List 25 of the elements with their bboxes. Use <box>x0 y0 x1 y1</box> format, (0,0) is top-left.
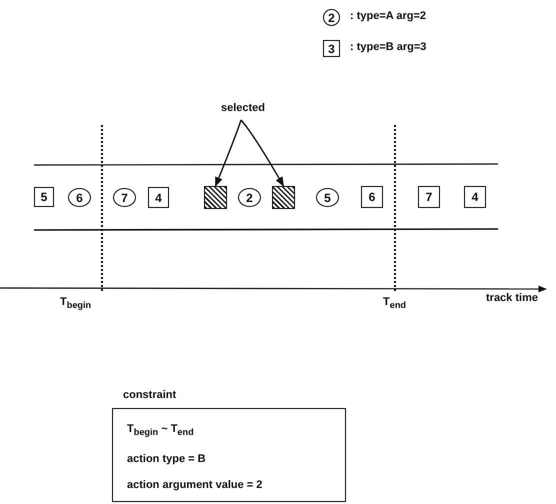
axis-label: track time <box>486 292 538 304</box>
heading-text: constraint <box>123 389 176 401</box>
hatched-square <box>204 186 227 209</box>
constraint-text: action argument value = 2 <box>127 479 262 491</box>
arrow <box>240 120 284 187</box>
circle-item: 7 <box>113 188 136 207</box>
circle-item: 2 <box>238 188 261 207</box>
time-label: T$_{end}$ <box>383 296 406 310</box>
legend-text: : type=A arg=2 <box>350 10 426 22</box>
circle-item: 6 <box>68 188 91 207</box>
constraint-text: T$_{begin}$ ~ T$_{end}$ <box>127 423 194 438</box>
arrow <box>214 120 242 187</box>
square-item: 6 <box>361 186 383 208</box>
square-item: 7 <box>418 186 440 208</box>
time-label: T$_{begin}$ <box>60 296 92 310</box>
square-item: 4 <box>464 186 486 208</box>
hatched-square <box>272 186 295 209</box>
legend-text: : type=B arg=3 <box>350 41 426 53</box>
square-item: 3 <box>323 40 340 57</box>
annotation-text: selected <box>215 100 271 116</box>
square-item: 4 <box>148 187 169 208</box>
constraint-text: action type = B <box>127 453 206 465</box>
square-item: 5 <box>34 187 54 207</box>
circle-item: 5 <box>316 188 339 207</box>
circle-item: 2 <box>323 9 340 26</box>
